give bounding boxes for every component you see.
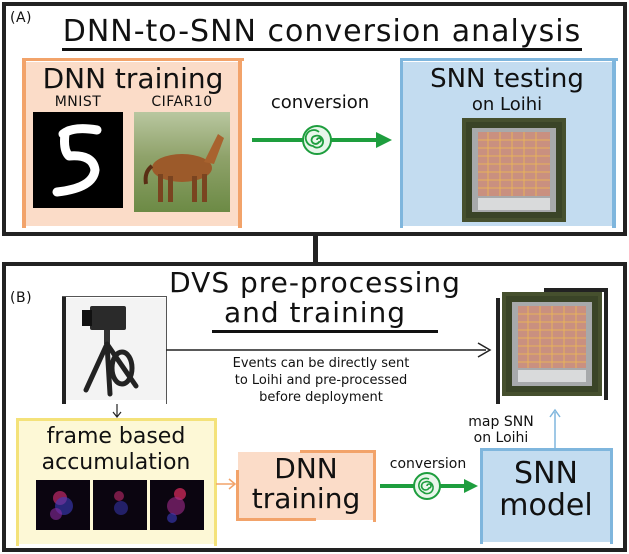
panel-b-title-line2: and training [223, 296, 407, 329]
panel-a-title-underline [62, 48, 582, 51]
panel-a-tag: (A) [10, 10, 33, 26]
snn-box-b-border-left [480, 448, 483, 544]
frames-to-dnn-arrow [216, 478, 237, 490]
dvs-camera-icon [66, 298, 166, 400]
dnn-box-b-border-left [236, 470, 239, 521]
frame-box-line2: accumulation [41, 450, 191, 475]
camera-frame-left [62, 296, 66, 404]
dataset-label-mnist: MNIST [54, 94, 102, 110]
map-snn-label-line2: on Loihi [473, 430, 529, 446]
dnn-training-b-line2: training [251, 482, 361, 515]
snn-box-a-border-left [400, 58, 403, 228]
camera-to-frames-arrow [112, 404, 122, 418]
conversion-label-a: conversion [270, 92, 370, 113]
snn-box-a-border-top [400, 58, 618, 61]
conversion-label-b: conversion [389, 456, 467, 472]
dnn-training-box-b [238, 452, 374, 520]
snn-box-b-border-top [480, 448, 612, 451]
dnn-training-title-a: DNN training [42, 62, 224, 95]
loihi-chip-icon [502, 292, 602, 396]
dnn-box-b-border-top [300, 450, 376, 453]
dataset-label-cifar10: CIFAR10 [151, 94, 213, 110]
events-arrow [166, 342, 492, 358]
dnn-box-b-border-bottom [236, 518, 316, 521]
dnn-box-a-border-left [22, 58, 26, 228]
chip-b-frame-left [496, 298, 500, 404]
dnn-box-a-border-top [22, 58, 244, 61]
events-note-line3: before deployment [259, 390, 383, 405]
snn-box-b-border-right [610, 448, 613, 544]
snn-model-line1: SNN [514, 456, 578, 491]
map-snn-arrow [549, 408, 561, 450]
frame-box-border-top [16, 418, 216, 421]
snn-model-line2: model [499, 488, 593, 523]
dvs-frame-image [150, 480, 204, 530]
spiral-icon [413, 472, 441, 500]
frame-box-border-left [16, 418, 19, 546]
map-snn-label-line1: map SNN [468, 414, 534, 430]
dnn-box-b-border-right [373, 450, 376, 522]
events-note-line2: to Loihi and pre-processed [234, 373, 408, 388]
chip-b-frame-right [604, 288, 608, 400]
dvs-frame-image [36, 480, 90, 530]
panel-b-title-line1: DVS pre-processing [169, 266, 461, 299]
cifar10-horse-image [134, 112, 230, 212]
dnn-box-a-border-right [238, 58, 242, 228]
mnist-digit-image [33, 112, 123, 208]
panel-a-title: DNN-to-SNN conversion analysis [62, 14, 582, 49]
events-note-line1: Events can be directly sent [232, 356, 410, 371]
panel-b-tag: (B) [10, 290, 33, 306]
camera-frame-top [62, 296, 166, 297]
snn-model-box-b [482, 450, 610, 542]
spiral-icon [302, 125, 332, 155]
dnn-training-b-line1: DNN [274, 452, 338, 485]
panel-connector [313, 234, 318, 264]
snn-testing-subtitle-a: on Loihi [471, 94, 543, 115]
frame-box-border-right [214, 418, 217, 546]
snn-testing-title-a: SNN testing [430, 64, 584, 94]
dvs-frame-image [93, 480, 147, 530]
loihi-chip-icon [462, 118, 566, 222]
panel-b-title-underline [212, 330, 438, 333]
chip-b-frame-top [544, 288, 608, 292]
frame-box-line1: frame based [46, 424, 186, 449]
snn-box-a-border-right [612, 58, 616, 228]
